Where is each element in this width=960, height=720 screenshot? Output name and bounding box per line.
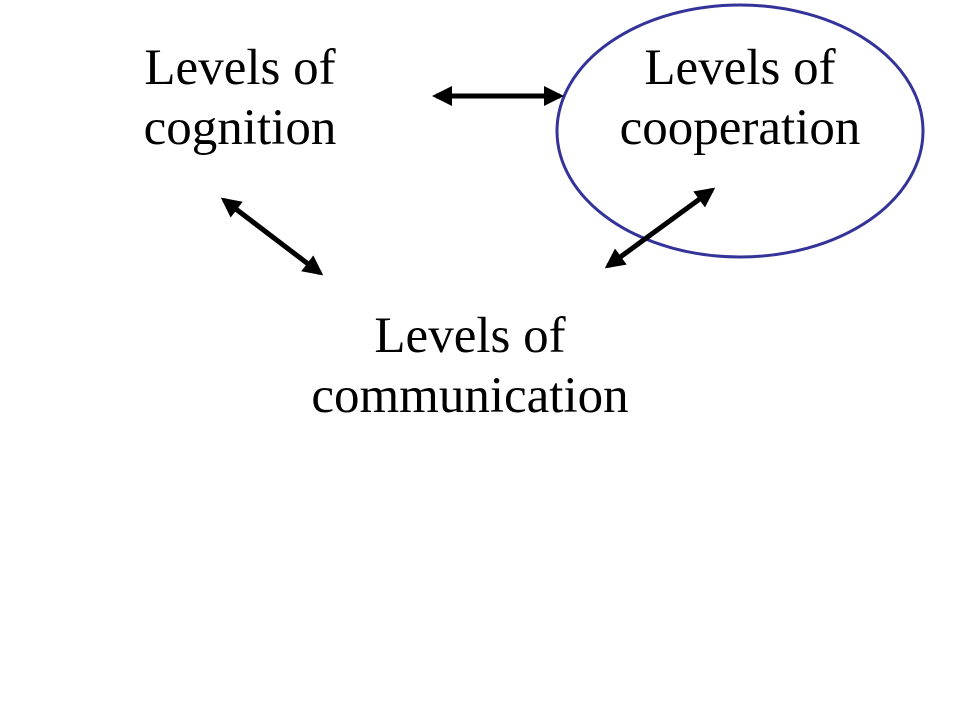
node-levels-of-cognition: Levels of cognition xyxy=(100,38,380,158)
node-cognition-line2: cognition xyxy=(143,100,337,156)
node-cooperation-line2: cooperation xyxy=(619,100,861,156)
node-communication-line2: communication xyxy=(311,368,629,424)
arrow-cognition-communication xyxy=(220,197,324,276)
node-communication-line1: Levels of xyxy=(374,308,566,364)
node-levels-of-communication: Levels of communication xyxy=(260,306,680,426)
highlight-ellipse xyxy=(555,3,925,259)
node-cooperation-line1: Levels of xyxy=(644,40,836,96)
arrow-cooperation-communication xyxy=(604,187,716,269)
node-cognition-line1: Levels of xyxy=(144,40,336,96)
node-levels-of-cooperation: Levels of cooperation xyxy=(590,38,890,158)
